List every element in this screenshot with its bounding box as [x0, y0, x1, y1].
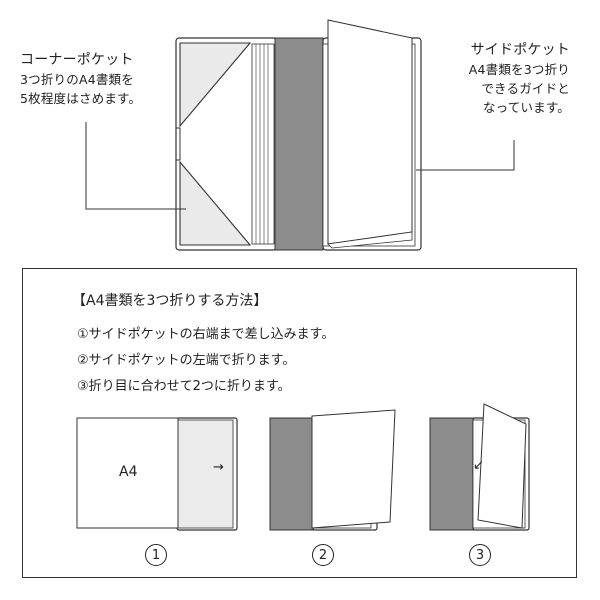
corner-pocket-top	[179, 42, 252, 128]
corner-pocket-title: コーナーポケット	[20, 52, 134, 68]
step2-diagram	[269, 409, 396, 531]
corner-pocket-label: コーナーポケット 3つ折りのA4書類を 5枚程度はさめます。	[20, 50, 141, 108]
side-pocket-line1: A4書類を3つ折り	[468, 62, 570, 77]
corner-pocket-line2: 5枚程度はさめます。	[20, 91, 142, 106]
instructions-title: 【A4書類を3つ折りする方法】	[72, 293, 268, 309]
side-pocket-line3: なっています。	[482, 100, 570, 115]
step-1-text: ①サイドポケットの右端まで差し込みます。	[77, 327, 335, 342]
step-number-1: 1	[145, 544, 167, 566]
arrow-right-icon: →	[213, 460, 224, 475]
side-pocket-label: サイドポケット A4書類を3つ折り できるガイドと なっています。	[430, 40, 570, 117]
side-pocket-line2: できるガイドと	[481, 81, 570, 96]
corner-pocket-leader	[85, 122, 186, 210]
folded-sheet	[311, 409, 396, 529]
step-3-text: ③折り目に合わせて2つに折ります。	[77, 379, 291, 394]
a4-sheet	[76, 417, 179, 529]
a4-label: A4	[119, 464, 138, 480]
folded-flap	[477, 403, 527, 529]
corner-pocket-bottom	[179, 160, 252, 246]
arrow-diagonal-icon: ↙	[473, 458, 484, 473]
folder-spine	[274, 37, 324, 251]
step-2-text: ②サイドポケットの左端で折ります。	[77, 353, 296, 368]
step-number-2: 2	[312, 544, 334, 566]
corner-pocket-line1: 3つ折りのA4書類を	[20, 72, 134, 87]
side-pocket-title: サイドポケット	[470, 42, 570, 58]
step1-diagram	[76, 417, 238, 531]
instructions-panel	[22, 268, 577, 578]
step-number-3: 3	[469, 544, 491, 566]
folded-a4-sheet	[327, 19, 413, 245]
step3-diagram	[429, 403, 530, 531]
side-pocket-leader	[416, 140, 515, 171]
